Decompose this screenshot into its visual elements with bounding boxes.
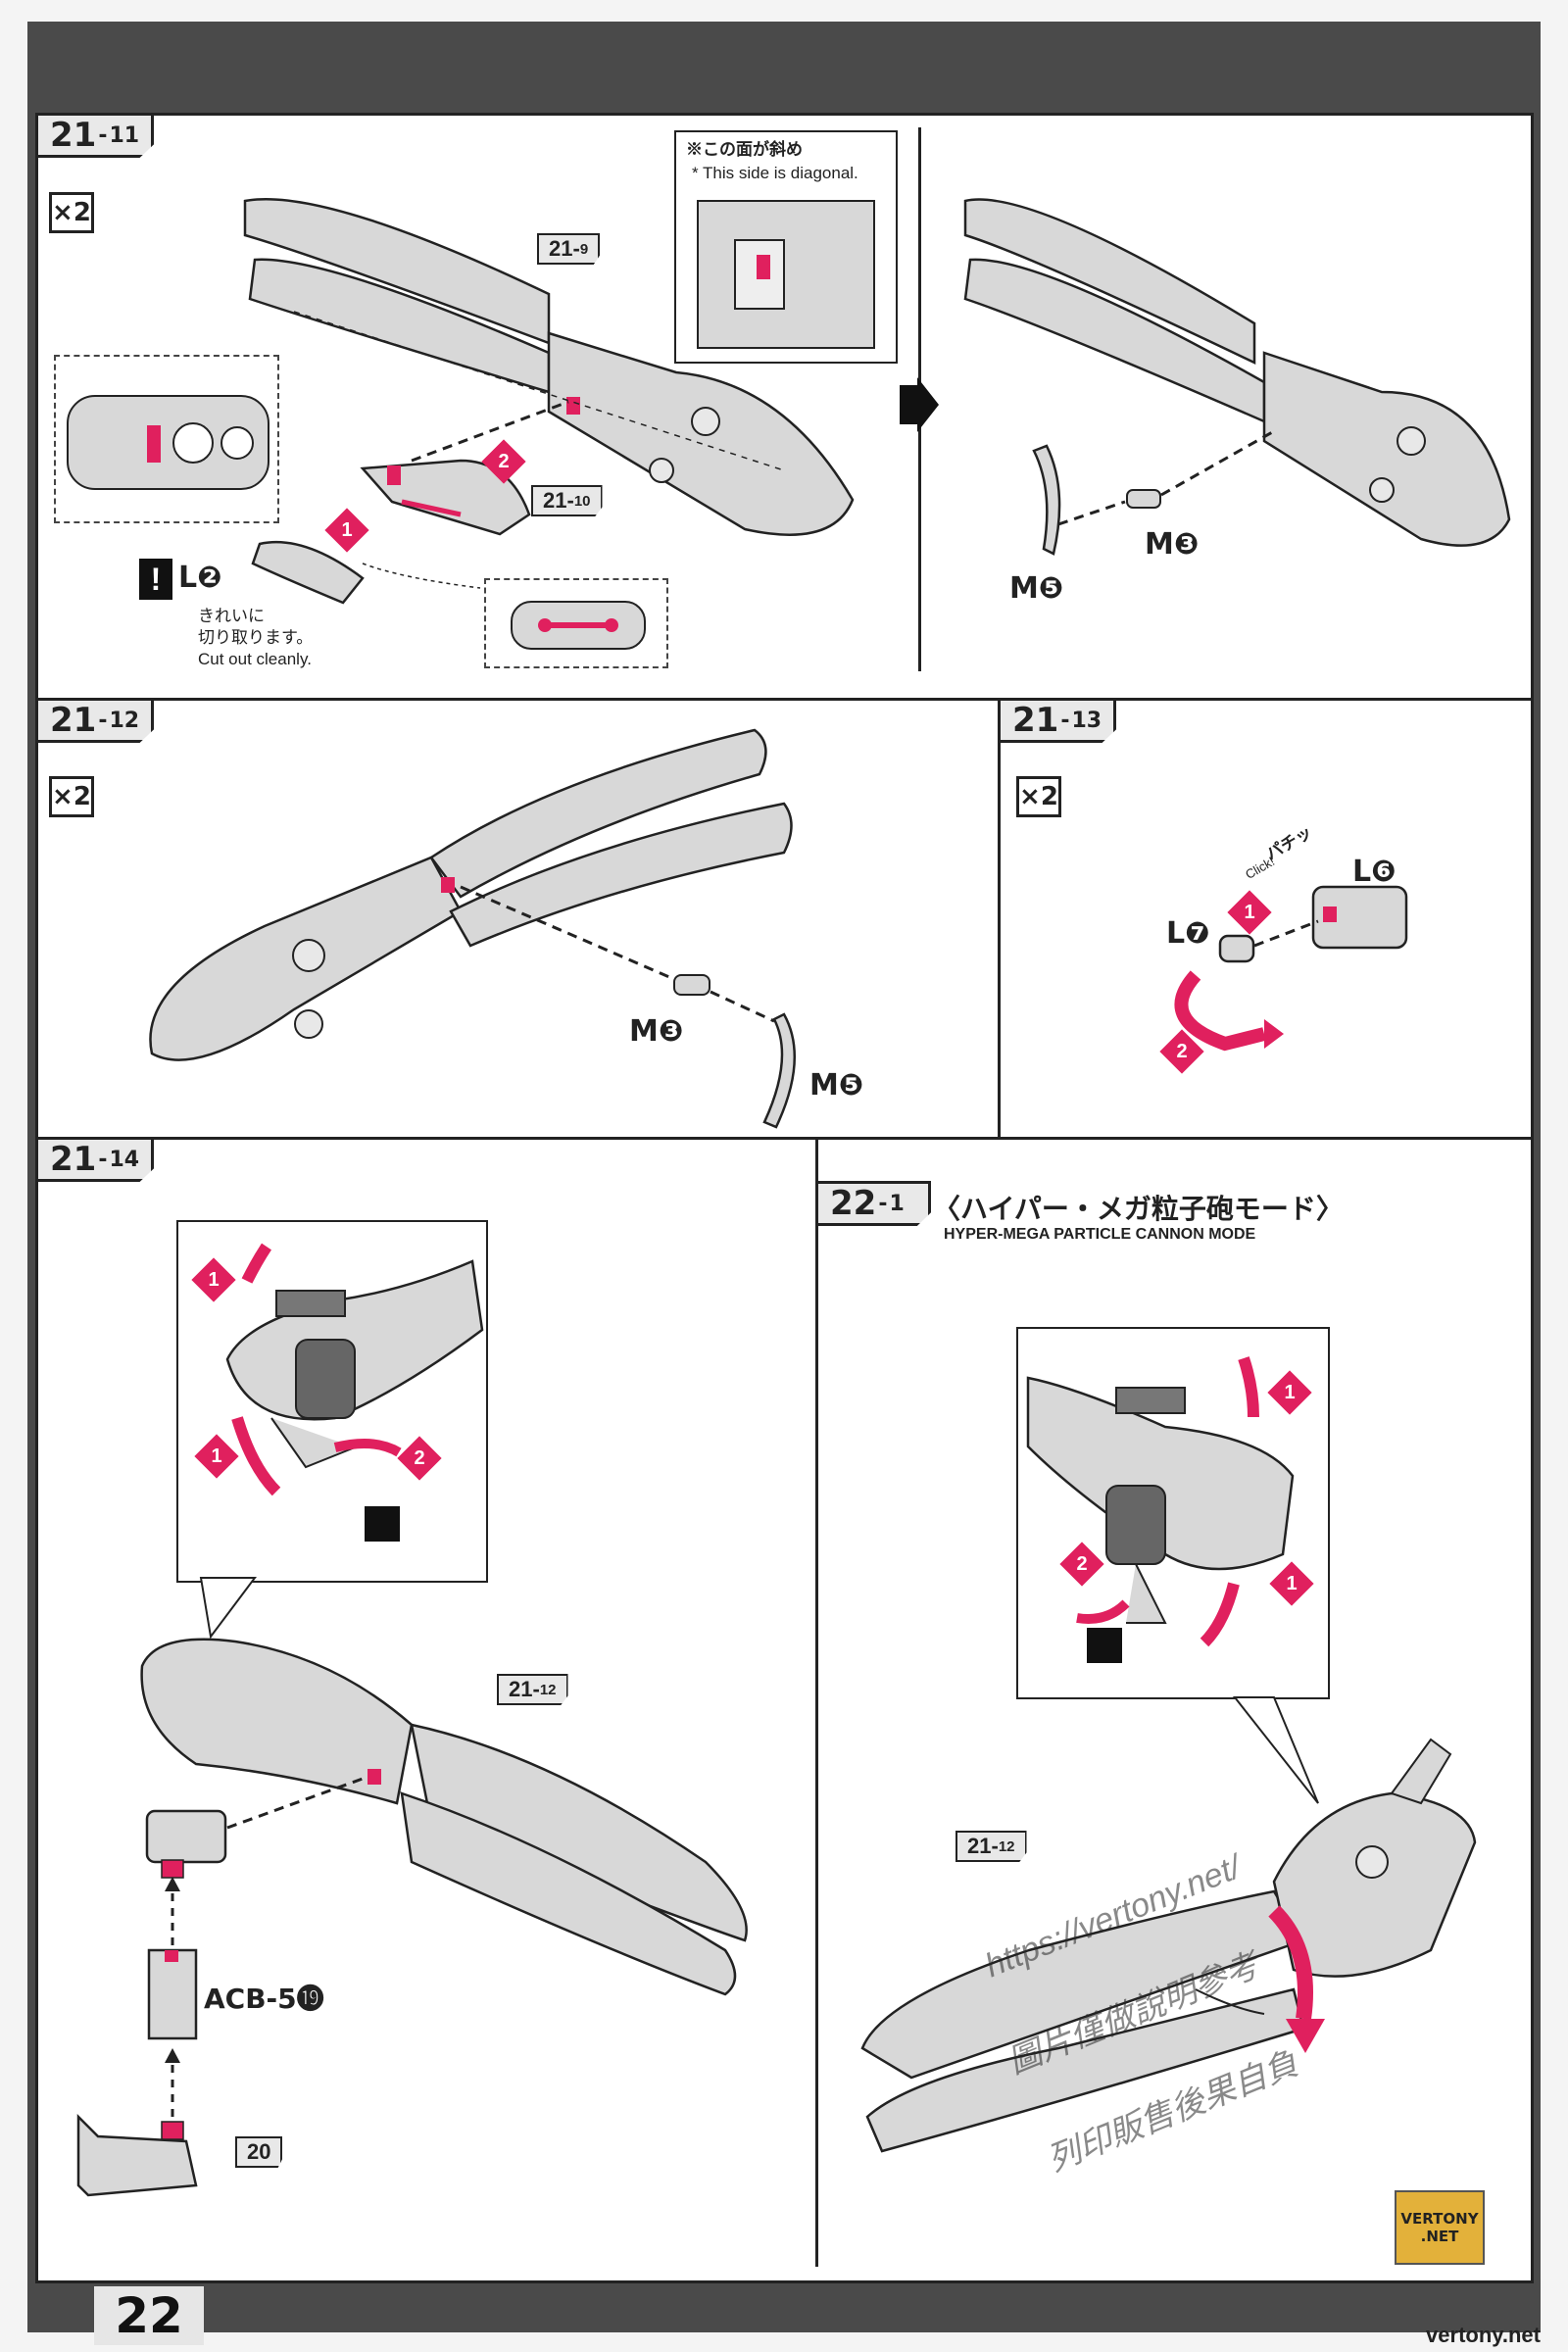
part-label-acb-5: ACB-5⓳ (204, 1983, 324, 2015)
multiplier-badge: ×2 (1016, 776, 1061, 817)
step-21-12-header: 21-12 (35, 698, 155, 743)
divider-row1 (35, 698, 1534, 701)
diagonal-detail-illustration (697, 200, 875, 349)
ref-21-10: 21-10 (531, 485, 603, 516)
part-label-l2: L❷ (178, 561, 222, 595)
step-21-11-header: 21-11 (35, 113, 155, 158)
mode-title-en: HYPER-MEGA PARTICLE CANNON MODE (944, 1226, 1256, 1243)
page-number: 22 (94, 2286, 204, 2345)
vertony-logo: VERTONY.NET (1395, 2190, 1485, 2265)
diagonal-note-en: * This side is diagonal. (692, 164, 858, 182)
footer-url[interactable]: vertony.net (1426, 2323, 1541, 2347)
part-21-11-cannon (243, 197, 855, 536)
part-21-10-arm (251, 400, 569, 605)
divider-row2 (35, 1137, 1534, 1140)
part-label-m5: M❺ (809, 1068, 864, 1102)
diagonal-detail-inset (674, 130, 898, 364)
step-21-14-header: 21-14 (35, 1137, 155, 1182)
divider-col-c (815, 1140, 818, 2267)
divider-col-b (998, 701, 1001, 1137)
step-21-13-header: 21-13 (998, 698, 1117, 743)
part-label-l6: L❻ (1352, 855, 1396, 889)
caution-jp-1: きれいに (198, 607, 265, 625)
part-label-l7: L❼ (1166, 916, 1210, 951)
hatch-open-illustration-b (1026, 1356, 1295, 1663)
ref-21-12: 21-12 (497, 1674, 568, 1705)
detail-box-cut (484, 578, 668, 668)
caution-en: Cut out cleanly. (198, 650, 312, 668)
mode-title-jp: 〈ハイパー・メガ粒子砲モード〉 (933, 1193, 1344, 1225)
multiplier-badge: ×2 (49, 776, 94, 817)
detail-box-top-view (54, 355, 279, 523)
hatch-open-illustration (225, 1243, 484, 1542)
part-21-11-result (963, 198, 1511, 556)
multiplier-badge: ×2 (49, 192, 94, 233)
part-21-12-cannon (149, 728, 797, 1129)
caution-icon: ! (139, 559, 172, 600)
ref-21-12-b: 21-12 (956, 1831, 1027, 1862)
arrow-next-icon (900, 377, 939, 432)
part-label-m3: M❸ (629, 1014, 684, 1049)
top-view-part (67, 395, 270, 490)
part-label-m5-top: M❺ (1009, 571, 1064, 606)
ref-21-9: 21-9 (537, 233, 601, 265)
step-22-1-header: 22-1 (815, 1181, 931, 1226)
part-21-13-assembly (1174, 885, 1408, 1052)
diagonal-note-jp: ※この面が斜め (686, 140, 803, 159)
cut-detail-part (511, 601, 646, 650)
ref-part-20: 20 (235, 2136, 283, 2168)
part-label-m3-top: M❸ (1145, 527, 1200, 562)
caution-jp-2: 切り取ります。 (198, 628, 314, 647)
